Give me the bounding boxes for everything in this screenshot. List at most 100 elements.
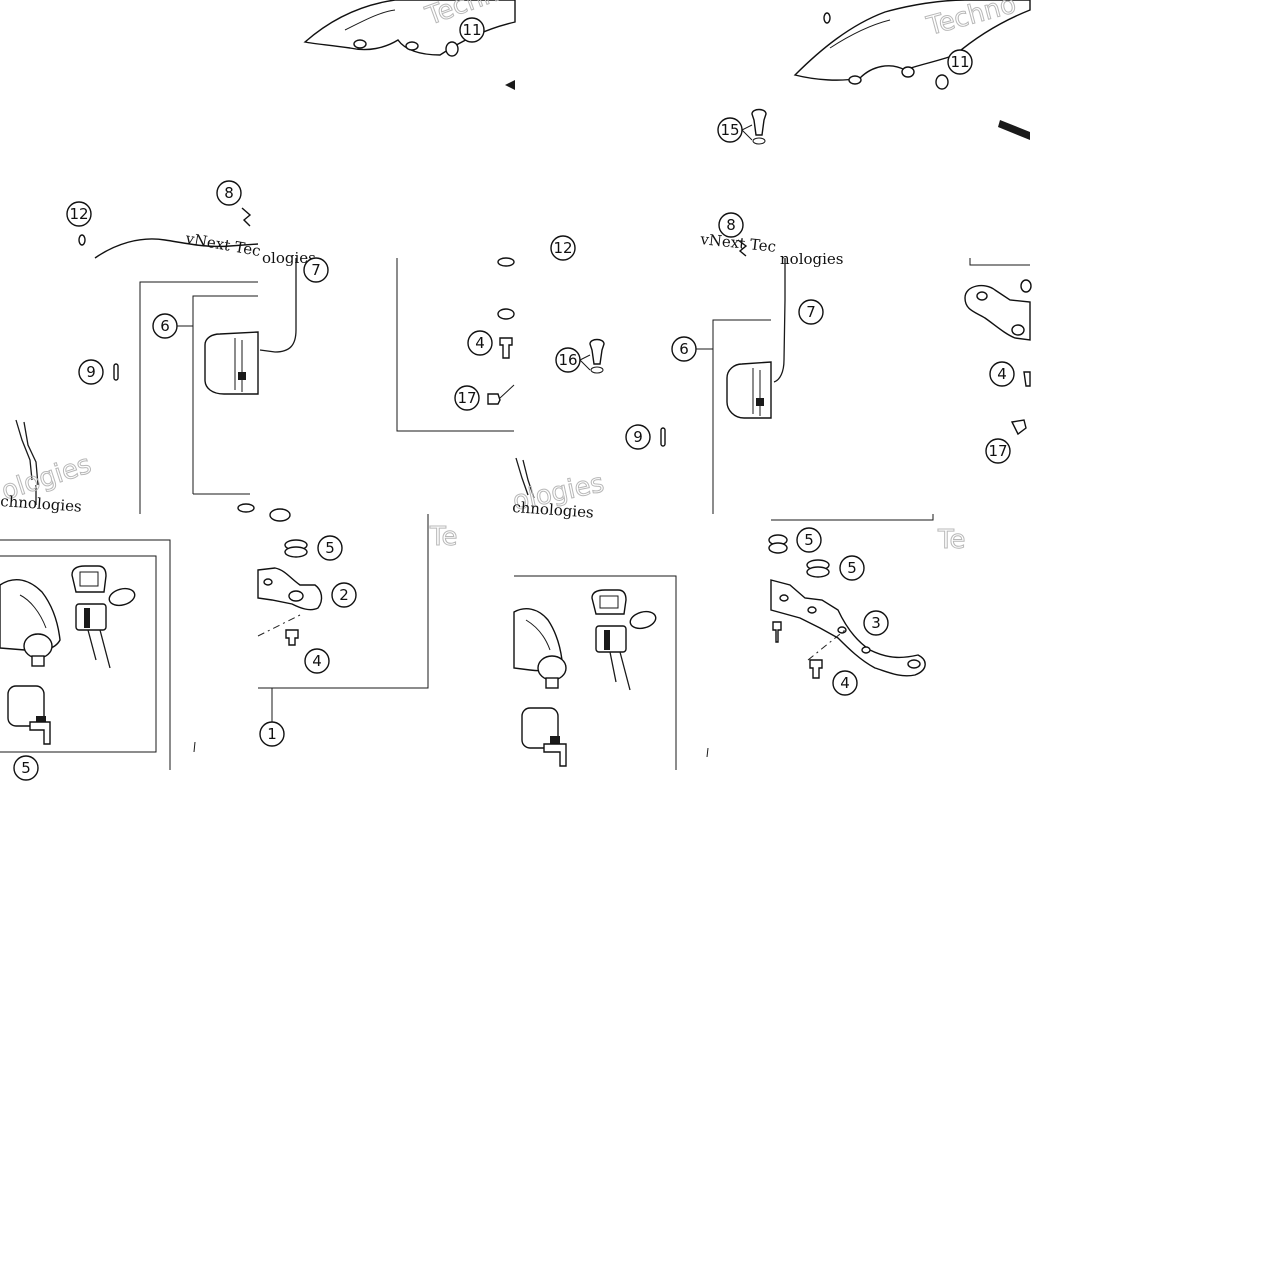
svg-text:1: 1 <box>267 725 277 743</box>
svg-text:4: 4 <box>475 334 485 352</box>
svg-text:6: 6 <box>679 340 689 358</box>
svg-text:9: 9 <box>633 428 643 446</box>
switch-body-dark <box>604 630 610 650</box>
grommet-5-b <box>284 546 308 558</box>
bolt-fragment <box>505 80 515 90</box>
sensor-unit <box>726 361 772 419</box>
pin-16-ring <box>590 366 604 374</box>
axis-line <box>257 614 301 637</box>
clip-8 <box>737 239 748 257</box>
washer <box>497 257 515 267</box>
bracket-hole-4 <box>861 646 871 654</box>
leader-16 <box>579 354 591 371</box>
tick-mark <box>706 747 709 758</box>
grommet-5-d <box>806 566 830 578</box>
coil-detail <box>36 716 46 726</box>
callout-9: 9 <box>78 359 104 385</box>
callout-3: 3 <box>863 610 889 636</box>
frame-inner <box>192 295 258 494</box>
callout-12: 12 <box>550 235 576 261</box>
washer <box>497 308 515 320</box>
svg-text:17: 17 <box>988 442 1007 460</box>
bolt-4-left <box>772 621 782 643</box>
bracket-3 <box>770 579 926 677</box>
sensor-detail <box>752 368 761 416</box>
watermark-text: vNext Tec <box>183 229 262 260</box>
sensor-unit <box>204 331 259 395</box>
tile-1: 11 Techno 12 8 vNext Tec <box>66 0 518 260</box>
bracket-hole-3 <box>837 626 847 634</box>
frame-bottom <box>771 514 934 521</box>
lens <box>108 587 136 607</box>
coil-detail <box>550 736 560 746</box>
hole <box>901 66 915 78</box>
svg-text:5: 5 <box>21 759 31 777</box>
callout-11: 11 <box>947 49 973 75</box>
bracket-hole-2 <box>807 606 817 614</box>
clip <box>823 12 831 24</box>
callout-6: 6 <box>671 336 697 362</box>
tile-6: 5 5 3 4 Te <box>513 525 966 770</box>
bolt <box>998 120 1030 140</box>
watermark-text: chnologies <box>0 492 82 516</box>
hole <box>848 75 862 85</box>
svg-text:12: 12 <box>69 205 88 223</box>
callout-5: 5 <box>796 527 822 553</box>
bracket-hole-2 <box>263 578 273 586</box>
svg-text:12: 12 <box>553 239 572 257</box>
bracket-2 <box>257 567 323 611</box>
hole <box>353 39 367 49</box>
callout-1: 1 <box>259 721 285 747</box>
callout-8: 8 <box>718 212 744 238</box>
svg-text:11: 11 <box>462 21 481 39</box>
callout-4: 4 <box>467 330 493 356</box>
bracket-hole <box>779 594 789 602</box>
wire-pair <box>515 457 535 499</box>
leader-15 <box>741 124 753 141</box>
bolt-4 <box>809 659 823 679</box>
callout-16: 16 <box>555 347 581 373</box>
washer-top-2 <box>269 508 291 522</box>
tick-mark <box>193 741 196 753</box>
callout-2: 2 <box>331 582 357 608</box>
cable-7 <box>259 258 297 353</box>
pin-15-ring <box>752 137 766 145</box>
svg-text:7: 7 <box>311 261 321 279</box>
dome-detail <box>525 619 551 651</box>
svg-text:11: 11 <box>950 53 969 71</box>
cable-7 <box>773 258 786 383</box>
switch-wires <box>87 629 111 669</box>
callout-5b: 5 <box>839 555 865 581</box>
coil-bracket <box>29 721 51 745</box>
knob <box>537 655 567 681</box>
nut-11 <box>445 41 459 57</box>
coil-bracket <box>543 743 567 767</box>
frame-right-top <box>969 258 1030 266</box>
switch-cap <box>591 589 627 615</box>
callout-6: 6 <box>152 313 178 339</box>
axis-line <box>807 629 846 661</box>
callout-17: 17 <box>454 385 480 411</box>
callout-5-partial: 5 <box>13 755 39 781</box>
hole <box>1011 324 1025 336</box>
sensor-detail-dark <box>238 372 246 380</box>
knob <box>23 633 53 659</box>
switch-body <box>595 625 627 653</box>
svg-text:17: 17 <box>457 389 476 407</box>
switch-wires <box>609 651 631 691</box>
housing-edge <box>344 9 396 31</box>
bracket-end-hole <box>907 659 921 669</box>
svg-text:8: 8 <box>726 216 736 234</box>
housing-edge-lower <box>94 238 259 259</box>
pin-15 <box>751 108 767 136</box>
frame-inner <box>712 319 771 514</box>
coil <box>521 707 559 749</box>
tile-4: 16 6 9 ologies chnologies 7 4 <box>510 258 1032 522</box>
tile-5: 5 5 2 4 1 Te <box>0 503 458 781</box>
svg-text:2: 2 <box>339 586 349 604</box>
callout-17: 17 <box>985 438 1011 464</box>
frame-inner <box>0 555 157 753</box>
frame-right <box>396 258 514 432</box>
frame-outer <box>0 539 171 770</box>
